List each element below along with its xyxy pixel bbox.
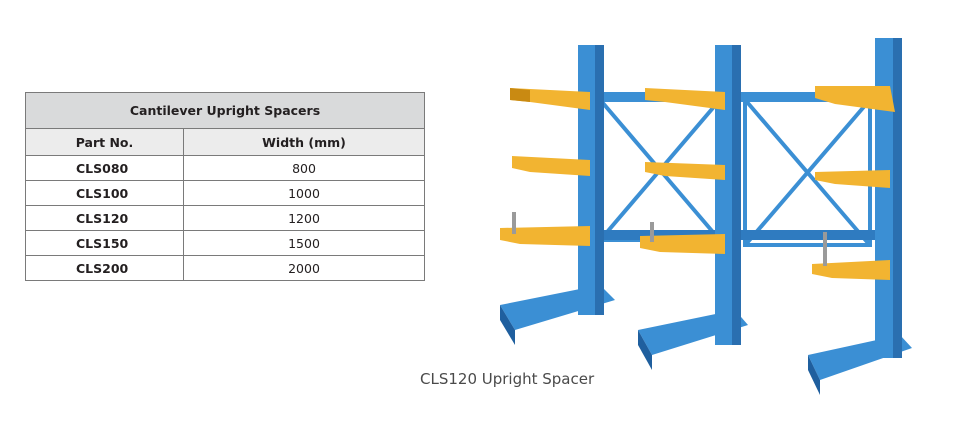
width-cell: 2000 [183,255,425,281]
part-number-cell: CLS100 [25,180,184,206]
width-cell: 1500 [183,230,425,256]
column-header-width: Width (mm) [183,128,425,156]
spacer-spec-table: Cantilever Upright Spacers Part No. Widt… [25,92,425,281]
cantilever-arms [500,86,895,280]
table-row: CLS150 1500 [25,230,425,256]
table-row: CLS200 2000 [25,255,425,281]
part-number-cell: CLS150 [25,230,184,256]
table-row: CLS120 1200 [25,205,425,231]
table-row: CLS080 800 [25,155,425,181]
width-cell: 800 [183,155,425,181]
figure-caption: CLS120 Upright Spacer [420,370,595,388]
part-number-cell: CLS080 [25,155,184,181]
table-row: CLS100 1000 [25,180,425,206]
column-header-part-no: Part No. [25,128,184,156]
width-cell: 1200 [183,205,425,231]
part-number-cell: CLS120 [25,205,184,231]
width-cell: 1000 [183,180,425,206]
cantilever-rack-illustration [500,38,912,395]
part-number-cell: CLS200 [25,255,184,281]
table-title: Cantilever Upright Spacers [25,92,425,129]
